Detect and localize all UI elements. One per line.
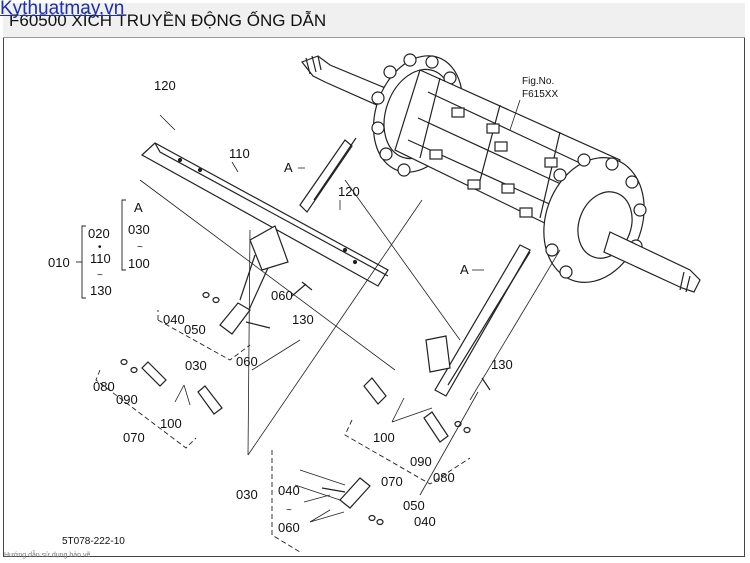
- footer-note: Hướng dẫn sử dụng bản vẽ: [4, 552, 91, 559]
- label-070-b: 070: [381, 474, 403, 489]
- label-060-b: 060: [236, 354, 258, 369]
- drawing-code: 5T078-222-10: [62, 536, 125, 547]
- label-130-b: 130: [90, 283, 112, 298]
- label-060-a: 060: [271, 288, 293, 303]
- label-110: 110: [229, 146, 250, 161]
- symbol-tilde-3: ~: [286, 505, 292, 516]
- label-010: 010: [48, 255, 70, 270]
- bottom-link-parts: [321, 477, 384, 526]
- part-labels: 120 110 A 120 A 030 ~ 100 020 • 110 ~ 13…: [48, 76, 558, 547]
- legend-brackets: [76, 199, 126, 299]
- label-040-c: 040: [414, 514, 436, 529]
- label-040-b: 040: [278, 483, 300, 498]
- label-030-a: 030: [128, 222, 150, 237]
- left-link-parts: [120, 281, 313, 415]
- label-090-b: 090: [410, 454, 432, 469]
- label-100-b: 100: [160, 416, 182, 431]
- label-mark-a-1: A: [284, 160, 293, 175]
- label-030-c: 030: [236, 487, 258, 502]
- page-title: F60500 XÍCH TRUYỀN ĐỘNG ỐNG DẪN: [9, 11, 327, 30]
- label-mark-a-3: A: [460, 262, 469, 277]
- right-link-parts: [363, 377, 491, 443]
- label-070-a: 070: [123, 430, 145, 445]
- fig-no-value: F615XX: [522, 89, 558, 100]
- label-090-a: 090: [116, 392, 138, 407]
- group-boxes: [95, 310, 471, 553]
- chain-upper: [299, 137, 357, 213]
- label-120-b: 120: [338, 184, 360, 199]
- fig-no-label: Fig.No.: [522, 76, 554, 87]
- label-mark-a-2: A: [134, 200, 143, 215]
- label-100-c: 100: [373, 430, 395, 445]
- label-130-a: 130: [292, 312, 314, 327]
- guide-bar: [140, 142, 389, 313]
- label-100-a: 100: [128, 256, 150, 271]
- label-110-b: 110: [90, 251, 111, 266]
- label-120-a: 120: [154, 78, 176, 93]
- label-050-b: 050: [403, 498, 425, 513]
- label-050-a: 050: [184, 322, 206, 337]
- label-060-c: 060: [278, 520, 300, 535]
- symbol-tilde-2: ~: [97, 270, 103, 281]
- label-130-c: 130: [491, 357, 513, 372]
- label-030-b: 030: [185, 358, 207, 373]
- symbol-tilde-1: ~: [137, 242, 143, 253]
- label-040-a: 040: [163, 312, 185, 327]
- label-080-a: 080: [93, 379, 115, 394]
- label-080-b: 080: [433, 470, 455, 485]
- shaft-drum-assembly: [301, 53, 701, 293]
- leader-lines: [139, 99, 561, 523]
- page-header: F60500 XÍCH TRUYỀN ĐỘNG ỐNG DẪN: [3, 3, 745, 38]
- chain-right: [425, 244, 531, 397]
- symbol-dot-1: •: [98, 242, 102, 253]
- label-020: 020: [88, 226, 110, 241]
- watermark-link[interactable]: Kythuatmay.vn: [0, 0, 125, 19]
